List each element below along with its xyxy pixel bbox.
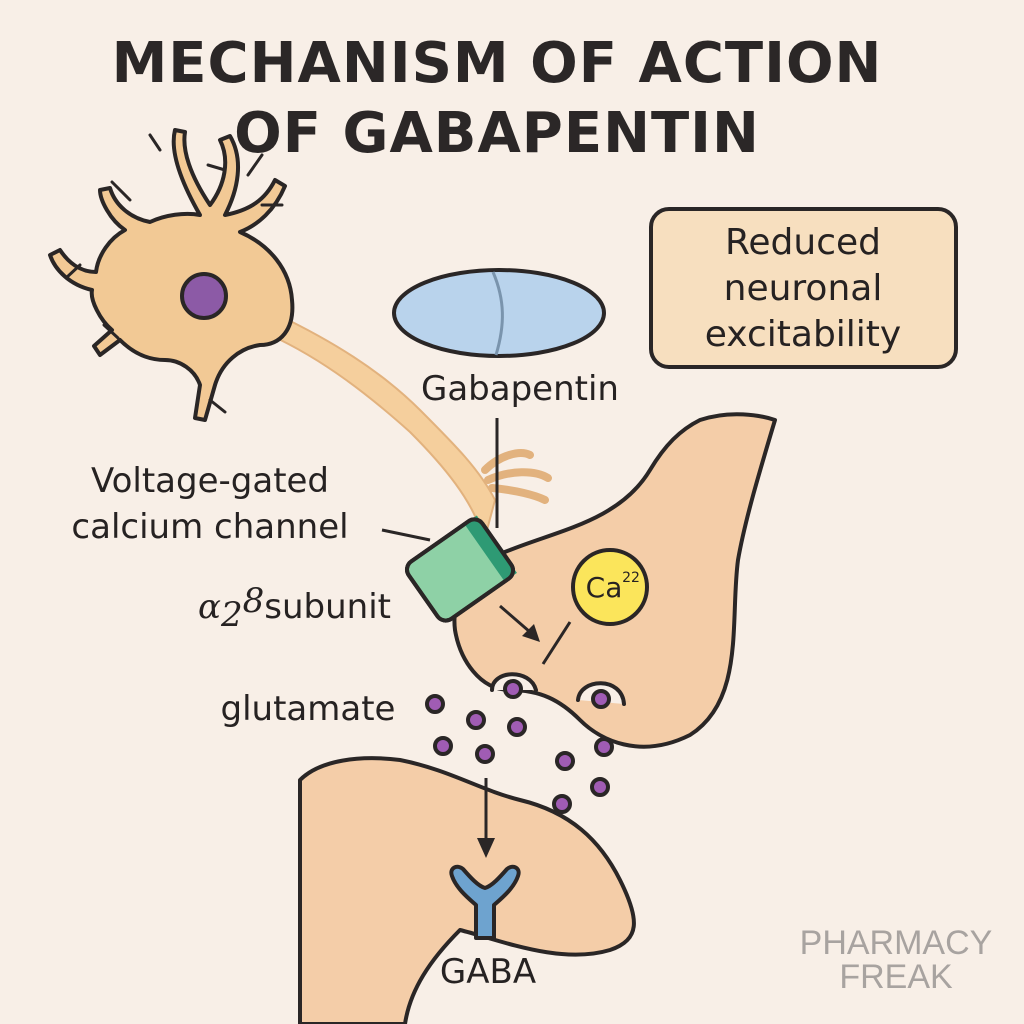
gabapentin-label: Gabapentin: [421, 369, 619, 409]
effect-box-line-2: neuronal: [724, 268, 883, 309]
channel-arrow: [499, 604, 540, 642]
watermark-line-1: PHARMACY: [800, 924, 993, 962]
glutamate-molecule: [466, 710, 486, 730]
effect-box: Reduced neuronal excitability: [649, 207, 958, 369]
vesicle: [591, 689, 611, 709]
glutamate-molecule: [590, 777, 610, 797]
neuron-icon: [48, 128, 295, 422]
title-line-2: OF GABAPENTIN: [234, 101, 760, 166]
nucleus: [180, 272, 228, 320]
calcium-block-line: [541, 621, 572, 665]
glutamate-molecule: [507, 717, 527, 737]
calcium-ion-icon: Ca 22: [571, 548, 649, 626]
glutamate-molecule: [433, 736, 453, 756]
gaba-label: GABA: [440, 952, 536, 992]
release-sites: [490, 672, 626, 709]
calcium-charge: 22: [622, 570, 640, 586]
calcium-label: Ca: [586, 571, 623, 604]
axon-terminal-branches: [481, 449, 552, 504]
glutamate-molecule: [594, 737, 614, 757]
ion-channel-icon: [404, 515, 517, 623]
glutamate-molecule: [552, 794, 572, 814]
glutamate-molecule: [425, 694, 445, 714]
subunit-label: α28subunit: [198, 581, 391, 635]
title-line-1: MECHANISM OF ACTION: [112, 31, 883, 96]
vgcc-pointer: [381, 528, 431, 542]
glutamate-molecule: [475, 744, 495, 764]
receptor-icon: [449, 864, 521, 940]
vgcc-label-line-2: calcium channel: [71, 507, 348, 547]
vesicle: [503, 679, 523, 699]
effect-box-line-3: excitability: [705, 314, 901, 355]
effect-box-line-1: Reduced: [725, 222, 881, 263]
glutamate-label: glutamate: [221, 689, 396, 729]
release-arrow: [477, 778, 495, 858]
glutamate-molecules: [425, 694, 614, 814]
vgcc-label-line-1: Voltage-gated: [91, 461, 329, 501]
pill-icon: [392, 268, 606, 358]
watermark-line-2: FREAK: [839, 958, 953, 996]
glutamate-molecule: [555, 751, 575, 771]
